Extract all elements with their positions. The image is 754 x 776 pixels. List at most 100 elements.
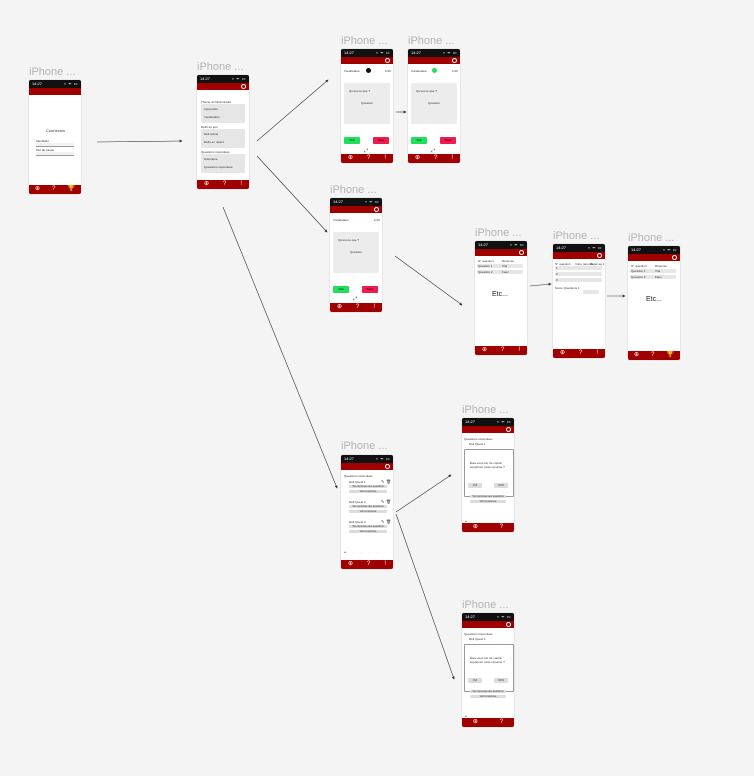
expand-icon[interactable]: ⤢ <box>431 148 436 154</box>
list-item-3[interactable]: Défi Quest 3 <box>349 520 366 524</box>
plus-circle-icon[interactable]: ⊕ <box>634 352 640 358</box>
status-time: 14:27 <box>631 247 642 252</box>
dialog-pill-1[interactable]: Vos réponses aux questions <box>470 495 506 498</box>
question-icon[interactable]: ? <box>367 561 371 567</box>
table-row[interactable] <box>477 270 523 274</box>
question-icon[interactable]: ? <box>223 181 227 187</box>
row-1-question: Question 1 <box>631 269 646 273</box>
question-icon[interactable]: ? <box>579 350 583 356</box>
quiz-header: Vocabulaire <box>411 69 427 73</box>
score-field[interactable] <box>583 290 599 294</box>
etc-text: Etc... <box>646 296 662 303</box>
col-question: N° question <box>478 259 494 263</box>
yes-button[interactable]: OUI <box>468 678 482 683</box>
table-row[interactable] <box>477 264 523 268</box>
table-row[interactable] <box>630 269 676 273</box>
pagination[interactable]: ◂ · · · · · · ▸ <box>344 550 393 554</box>
app-header <box>462 426 514 433</box>
list-item-3-pill-2[interactable]: Voir la réponse <box>349 530 387 533</box>
plus-circle-icon[interactable]: ⊕ <box>481 347 488 353</box>
exclamation-icon[interactable]: ! <box>384 155 386 161</box>
true-button[interactable]: Vrai <box>344 137 360 144</box>
quiz-question: Qu'est-ce que ? <box>416 89 438 93</box>
pass-input[interactable] <box>36 152 74 156</box>
trash-icon[interactable]: 🗑 <box>386 519 392 524</box>
table-row[interactable] <box>630 275 676 279</box>
question-icon[interactable]: ? <box>52 186 56 192</box>
trash-icon[interactable]: 🗑 <box>386 499 392 504</box>
plus-circle-icon[interactable]: ⊕ <box>347 155 354 161</box>
table-row[interactable] <box>555 272 602 276</box>
status-bar: 14:27▪︎ ᯤ ▭ <box>341 49 393 57</box>
no-button[interactable]: NON <box>494 483 508 488</box>
plus-circle-icon[interactable]: ⊕ <box>347 561 354 567</box>
plus-circle-icon[interactable]: ⊕ <box>472 524 478 530</box>
status-time: 14:27 <box>478 242 489 247</box>
list-item-1-pill-2[interactable]: Voir la réponse <box>349 490 387 493</box>
exclamation-icon[interactable]: ! <box>596 350 598 356</box>
no-button[interactable]: NON <box>494 678 508 683</box>
expand-icon[interactable]: ⤢ <box>353 296 358 302</box>
frame-title-table2: iPhone ... <box>553 230 600 242</box>
trophy-icon[interactable]: 🏆 <box>666 352 674 358</box>
status-icons: ▪︎ ᯤ ▭ <box>510 242 524 247</box>
arrow-home-list <box>222 206 338 489</box>
pagination[interactable]: ◂ · · · · · · ▸ <box>465 714 514 718</box>
dialog-header: Questions répondues <box>464 632 493 636</box>
question-icon[interactable]: ? <box>367 155 371 161</box>
quiz-answer: Question <box>361 101 374 105</box>
list-item-2-pill-1[interactable]: Vos réponses aux questions <box>349 505 387 508</box>
question-icon[interactable]: ? <box>356 304 360 310</box>
section-3-box[interactable] <box>201 154 245 173</box>
status-bar: 14:27▪︎ ᯤ ▭ <box>330 198 382 206</box>
expand-icon[interactable]: ⤢ <box>364 148 369 154</box>
list-item-2[interactable]: Défi Quest 2 <box>349 500 366 504</box>
frame-title-dialog2: iPhone ... <box>462 599 509 611</box>
list-item-3-pill-1[interactable]: Vos réponses aux questions <box>349 525 387 528</box>
pagination[interactable]: ◂ · · · · · · ▸ <box>465 519 514 523</box>
user-input[interactable] <box>36 143 74 147</box>
plus-circle-icon[interactable]: ⊕ <box>203 181 210 187</box>
trash-icon[interactable]: 🗑 <box>386 479 392 484</box>
question-icon[interactable]: ? <box>651 352 655 358</box>
dialog-pill-1[interactable]: Vos réponses aux questions <box>470 690 506 693</box>
plus-circle-icon[interactable]: ⊕ <box>336 304 343 310</box>
plus-circle-icon[interactable]: ⊕ <box>414 155 421 161</box>
exclamation-icon[interactable]: ! <box>384 561 386 567</box>
yes-button[interactable]: OUI <box>468 483 482 488</box>
list-item-2-pill-2[interactable]: Voir la réponse <box>349 510 387 513</box>
plus-circle-icon[interactable]: ⊕ <box>472 719 478 725</box>
list-item-1[interactable]: Défi Quest 1 <box>349 480 366 484</box>
home-section-2: Défis du jour <box>201 125 218 129</box>
frame-title-login: iPhone ... <box>29 66 76 78</box>
list-item-1-pill-1[interactable]: Vos réponses aux questions <box>349 485 387 488</box>
true-button[interactable]: Vrai <box>411 137 427 144</box>
false-button[interactable]: Faux <box>440 137 456 144</box>
plus-circle-icon[interactable]: ⊕ <box>35 186 41 192</box>
section-1-box[interactable] <box>201 104 245 123</box>
question-icon[interactable]: ? <box>499 524 504 530</box>
dialog-pill-2[interactable]: Voir la réponse <box>470 500 506 503</box>
edit-icon[interactable]: ✎ <box>381 499 385 504</box>
false-button[interactable]: Faux <box>373 137 389 144</box>
question-icon[interactable]: ? <box>434 155 438 161</box>
exclamation-icon[interactable]: ! <box>240 181 242 187</box>
edit-icon[interactable]: ✎ <box>381 519 385 524</box>
trophy-icon[interactable]: 🏆 <box>67 186 75 192</box>
false-button[interactable]: Faux <box>362 286 378 293</box>
status-time: 14:27 <box>411 50 422 55</box>
status-bar: 14:27▪︎ ᯤ ▭ <box>553 244 605 252</box>
frame-title-table: iPhone ... <box>475 227 522 239</box>
true-button[interactable]: Vrai <box>333 286 349 293</box>
plus-circle-icon[interactable]: ⊕ <box>559 350 566 356</box>
question-icon[interactable]: ? <box>499 719 504 725</box>
table-row[interactable] <box>555 278 602 282</box>
dialog-pill-2[interactable]: Voir la réponse <box>470 695 506 698</box>
section-2-box[interactable] <box>201 129 245 148</box>
exclamation-icon[interactable]: ! <box>451 155 453 161</box>
exclamation-icon[interactable]: ! <box>373 304 375 310</box>
edit-icon[interactable]: ✎ <box>381 479 385 484</box>
table-row[interactable] <box>555 266 602 270</box>
question-icon[interactable]: ? <box>501 347 505 353</box>
exclamation-icon[interactable]: ! <box>518 347 520 353</box>
